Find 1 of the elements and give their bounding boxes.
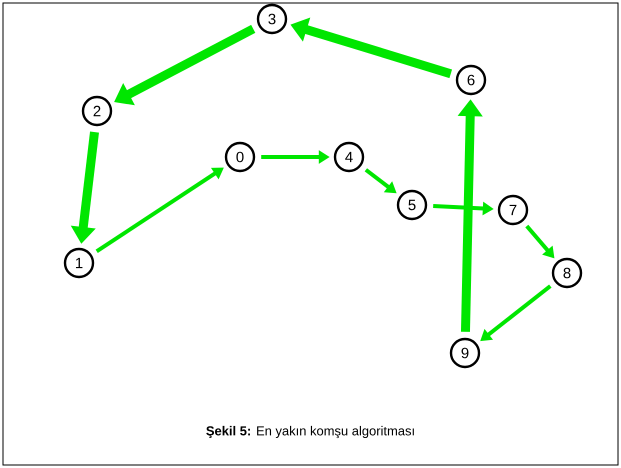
caption: Şekil 5: En yakın komşu algoritması <box>206 426 414 438</box>
